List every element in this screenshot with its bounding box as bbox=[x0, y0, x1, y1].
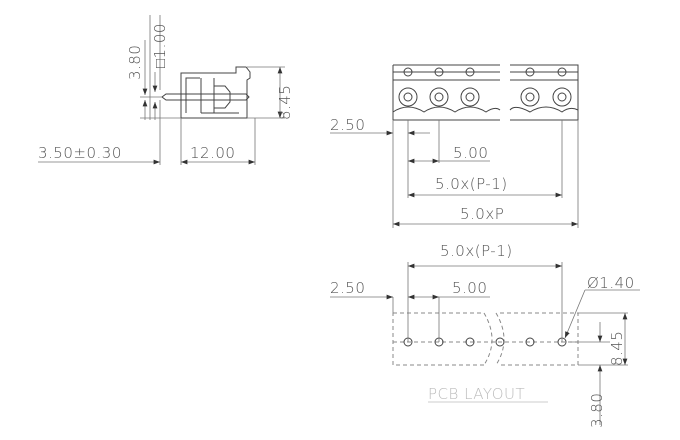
dim-pin-length: 3.50±0.30 bbox=[38, 144, 122, 162]
pcb-layout: 5.0x(P-1) 2.50 5.00 Ø1.40 8.45 3.80 PCB … bbox=[330, 242, 640, 428]
dim-depth: 12.00 bbox=[190, 144, 235, 162]
dim-total: 5.0xP bbox=[460, 205, 504, 223]
side-view: 3.80 □1.00 8.45 3.50±0.30 12.00 bbox=[38, 15, 294, 165]
dim-pin-square: □1.00 bbox=[151, 23, 169, 68]
top-view: 2.50 5.00 5.0x(P-1) 5.0xP bbox=[330, 64, 579, 228]
dim-pin-offset: 3.80 bbox=[126, 45, 144, 80]
pcb-dim-pitch: 5.00 bbox=[452, 279, 487, 297]
top-body-outline bbox=[392, 64, 579, 121]
pcb-dim-hole: Ø1.40 bbox=[587, 274, 635, 292]
pcb-dim-height: 8.45 bbox=[608, 331, 626, 366]
terminal-screws bbox=[398, 67, 572, 107]
dim-height: 8.45 bbox=[276, 85, 294, 120]
dim-span: 5.0x(P-1) bbox=[435, 175, 508, 193]
pcb-dim-span: 5.0x(P-1) bbox=[440, 242, 513, 260]
pcb-dim-edge: 2.50 bbox=[330, 279, 365, 297]
dim-pitch: 5.00 bbox=[453, 144, 488, 162]
pcb-dim-offset: 3.80 bbox=[588, 393, 606, 428]
side-body-outline bbox=[180, 66, 251, 119]
pcb-layout-title: PCB LAYOUT bbox=[428, 385, 525, 403]
pcb-outline bbox=[392, 312, 579, 366]
pin bbox=[161, 93, 250, 101]
dim-edge: 2.50 bbox=[330, 116, 365, 134]
